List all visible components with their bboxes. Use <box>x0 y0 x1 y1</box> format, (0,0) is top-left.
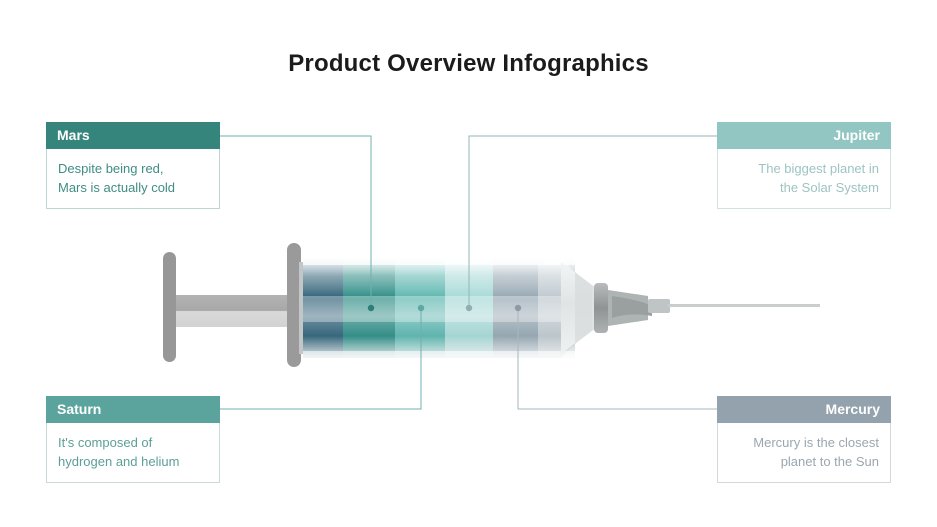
card-body-line-2: Mars is actually cold <box>58 180 176 195</box>
card-title-mars: Mars <box>46 122 220 149</box>
card-title-mercury: Mercury <box>717 396 891 423</box>
card-body-line-1: Mercury is the closest <box>753 435 879 450</box>
card-body-line-1: It's composed of <box>58 435 153 450</box>
info-card-mars[interactable]: Mars Despite being red, Mars is actually… <box>46 122 220 209</box>
jupiter-dot <box>465 304 473 312</box>
mercury-dot <box>514 304 522 312</box>
mars-dot <box>367 304 375 312</box>
saturn-dot <box>417 304 425 312</box>
info-card-mercury[interactable]: Mercury Mercury is the closest planet to… <box>717 396 891 483</box>
info-card-saturn[interactable]: Saturn It's composed of hydrogen and hel… <box>46 396 220 483</box>
card-body-mercury: Mercury is the closest planet to the Sun <box>717 423 891 483</box>
card-body-mars: Despite being red, Mars is actually cold <box>46 149 220 209</box>
info-card-jupiter[interactable]: Jupiter The biggest planet in the Solar … <box>717 122 891 209</box>
card-title-jupiter: Jupiter <box>717 122 891 149</box>
page-title: Product Overview Infographics <box>288 50 649 77</box>
card-body-line-1: Despite being red, <box>58 161 164 176</box>
card-body-jupiter: The biggest planet in the Solar System <box>717 149 891 209</box>
card-body-line-1: The biggest planet in <box>758 161 879 176</box>
card-body-line-2: hydrogen and helium <box>58 454 180 469</box>
card-body-line-2: planet to the Sun <box>780 454 879 469</box>
card-body-line-2: the Solar System <box>780 180 879 195</box>
card-title-saturn: Saturn <box>46 396 220 423</box>
card-body-saturn: It's composed of hydrogen and helium <box>46 423 220 483</box>
